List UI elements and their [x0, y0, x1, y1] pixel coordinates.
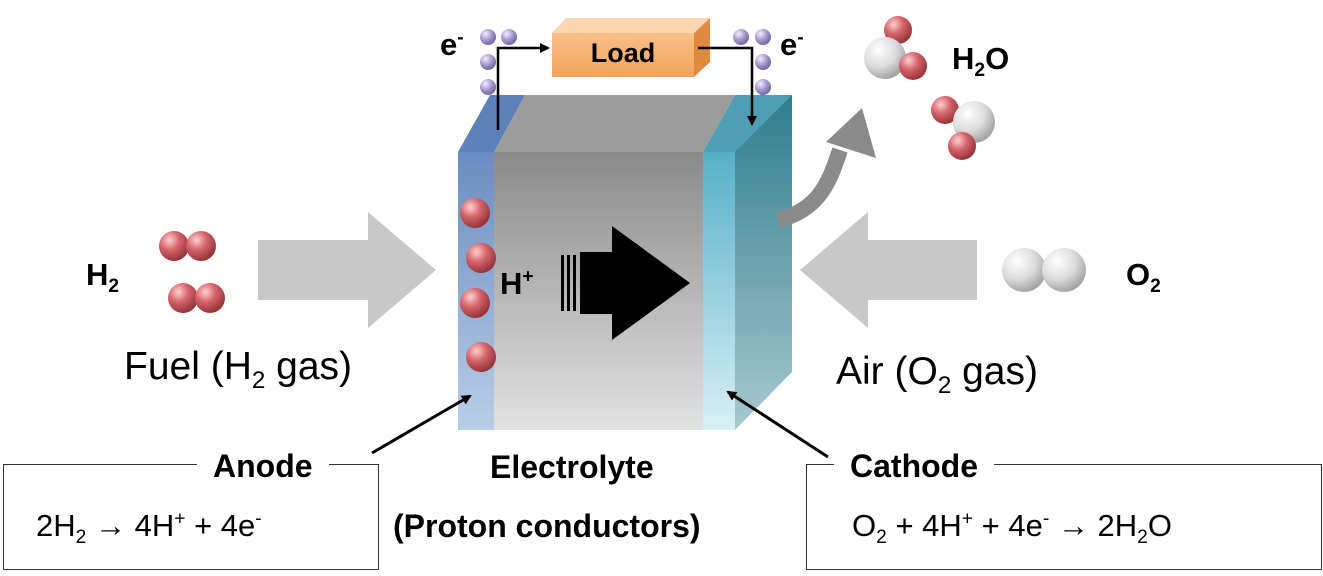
circuit-wire-right — [698, 46, 757, 126]
proton-label: H+ — [500, 266, 534, 301]
electrons-left — [480, 29, 517, 95]
hydrogen-label: H2 — [86, 257, 120, 298]
electrolyte-top — [494, 95, 735, 152]
water-molecules — [864, 16, 995, 160]
electrolyte-sublabel: (Proton conductors) — [393, 508, 701, 544]
cathode-side — [735, 95, 792, 430]
cathode-layer — [703, 152, 735, 430]
circuit-wire-left — [496, 43, 550, 130]
proton-flow-arrow — [561, 226, 690, 340]
air-label: Air (O2 gas) — [836, 350, 1038, 399]
oxygen-label: O2 — [1126, 257, 1161, 298]
anode-protons — [460, 198, 496, 372]
anode-pointer — [371, 394, 472, 455]
cathode-pointer — [726, 390, 829, 459]
electron-label-right: e- — [780, 27, 804, 62]
fuel-label: Fuel (H2 gas) — [124, 345, 353, 394]
anode-equation: 2H2 → 4H+ + 4e- — [36, 508, 262, 549]
water-label: H2O — [952, 41, 1010, 82]
fuel-input-arrow — [258, 212, 436, 328]
oxygen-molecule — [1002, 248, 1086, 292]
cathode-equation: O2 + 4H+ + 4e- → 2H2O — [852, 508, 1172, 549]
electron-label-left: e- — [440, 27, 464, 62]
anode-top — [458, 95, 525, 152]
electrolyte-label: Electrolyte — [490, 449, 654, 485]
cathode-title: Cathode — [834, 450, 994, 482]
air-input-arrow — [800, 212, 977, 328]
hydrogen-molecules — [159, 231, 225, 313]
electrons-right — [733, 29, 771, 95]
load-label: Load — [590, 38, 656, 68]
anode-title: Anode — [197, 450, 329, 482]
water-exit-arrow — [775, 147, 848, 228]
